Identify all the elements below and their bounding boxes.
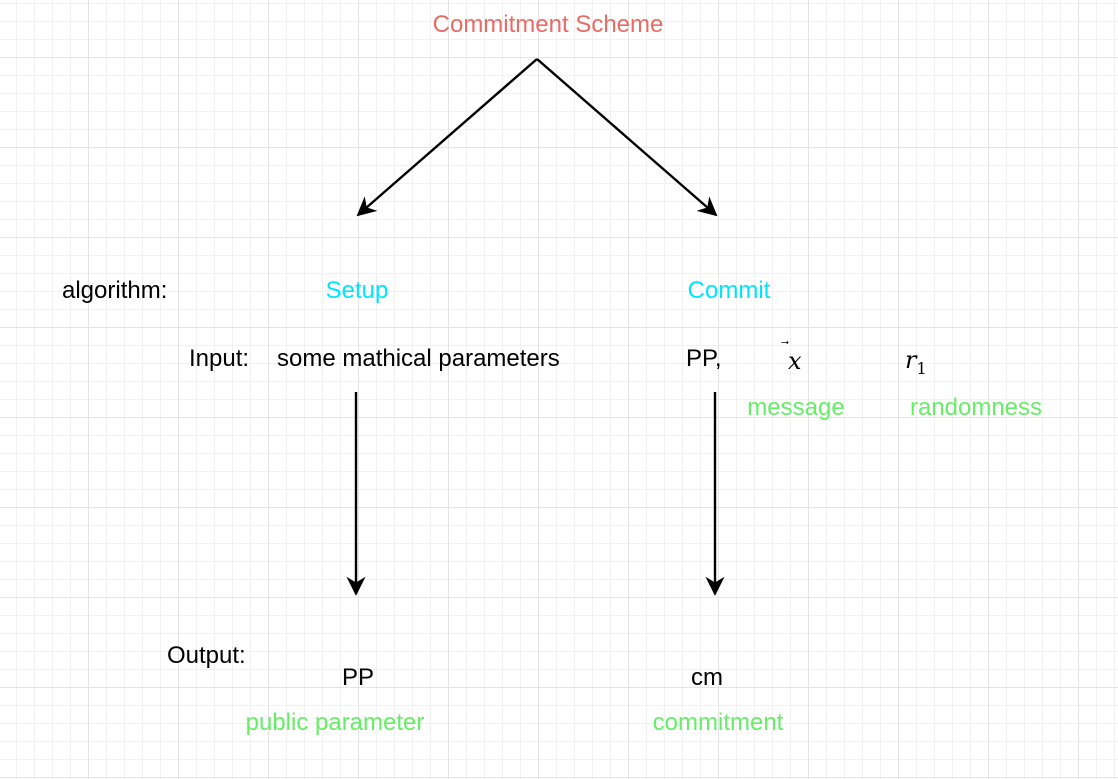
randomness-annotation: randomness — [909, 394, 1043, 421]
input-row-label: Input: — [189, 345, 250, 372]
setup-output: PP — [341, 664, 375, 691]
commit-input-message-symbol: ⃗ x — [784, 341, 808, 375]
commit-input-randomness-symbol: r1 — [905, 346, 927, 378]
arrow-to-setup — [356, 58, 538, 217]
message-variable: x — [788, 347, 802, 375]
message-annotation: message — [747, 394, 845, 421]
arrow-to-commit — [536, 58, 718, 217]
diagram-title: Commitment Scheme — [432, 11, 664, 38]
commit-output-annotation: commitment — [652, 709, 784, 736]
setup-algorithm-name: Setup — [325, 277, 389, 304]
randomness-variable: r — [905, 346, 917, 374]
setup-output-annotation: public parameter — [245, 709, 425, 736]
setup-input: some mathical parameters — [277, 345, 560, 372]
commit-output: cm — [691, 664, 723, 691]
randomness-subscript: 1 — [916, 359, 927, 378]
output-row-label: Output: — [167, 642, 246, 669]
commit-input-pp: PP, — [686, 345, 722, 372]
commit-algorithm-name: Commit — [687, 277, 771, 304]
algorithm-row-label: algorithm: — [62, 277, 168, 304]
